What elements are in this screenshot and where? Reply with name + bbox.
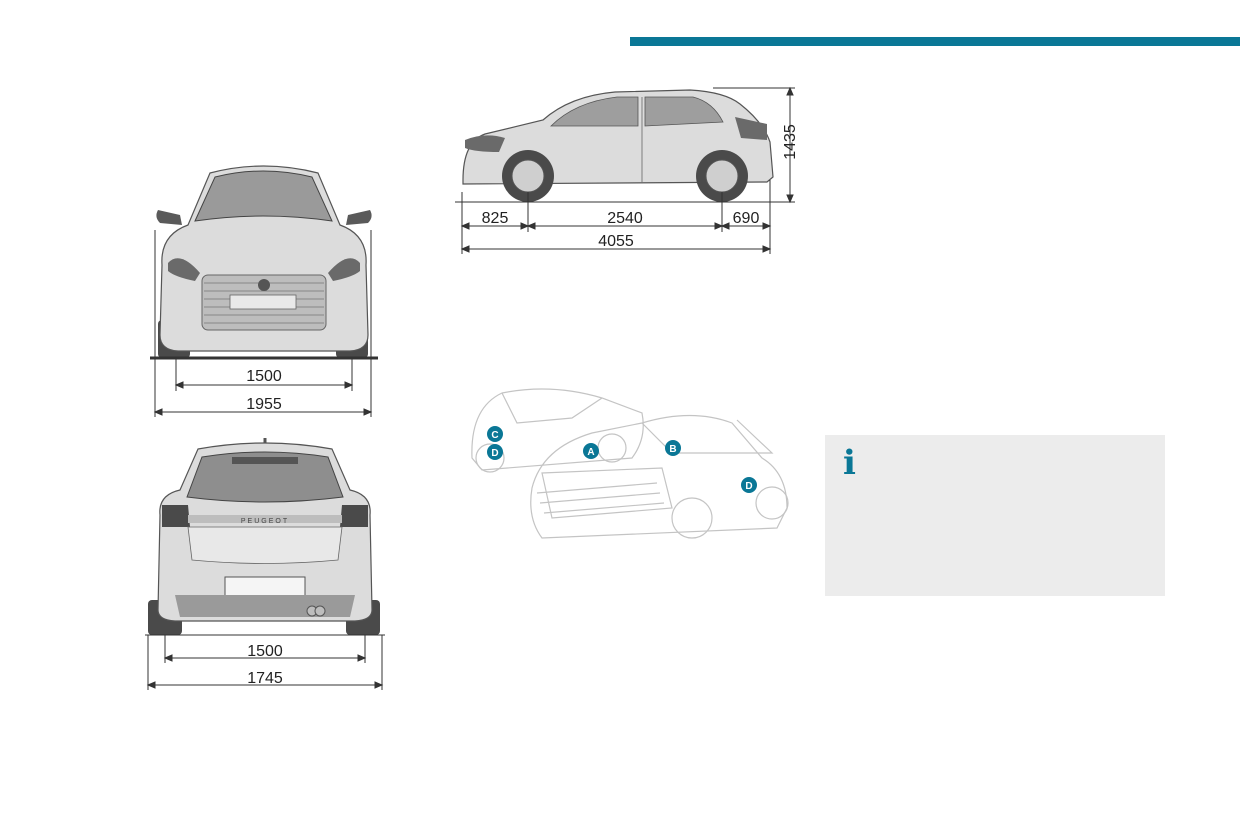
front-width-label: 1955	[246, 396, 282, 413]
rear-brand-lettering: PEUGEOT	[241, 518, 289, 525]
svg-text:A: A	[587, 447, 594, 458]
marker-d-side: D	[741, 477, 757, 493]
side-view-diagram: 825 2540 690 4055 1435	[455, 86, 799, 254]
svg-text:C: C	[491, 430, 498, 441]
perspective-car-outlines	[471, 388, 789, 539]
side-dimension-lines	[460, 86, 795, 254]
rear-track-label: 1500	[247, 643, 283, 660]
perspective-view-diagram: A B C D D	[471, 388, 789, 539]
rear-view-car: PEUGEOT	[145, 438, 385, 636]
info-icon: i	[843, 443, 856, 483]
marker-d-front: D	[487, 444, 503, 460]
marker-a: A	[583, 443, 599, 459]
front-dimension-lines	[153, 230, 373, 417]
front-overhang-label: 825	[482, 210, 509, 227]
rear-view-diagram: PEUGEOT 1500 1745	[145, 438, 385, 690]
wheelbase-label: 2540	[607, 210, 643, 227]
marker-b: B	[665, 440, 681, 456]
svg-text:B: B	[669, 444, 676, 455]
svg-text:D: D	[491, 448, 498, 459]
rear-width-label: 1745	[247, 670, 283, 687]
front-view-diagram: 1500 1955	[150, 165, 378, 417]
marker-c: C	[487, 426, 503, 442]
side-view-car	[455, 89, 785, 203]
svg-text:D: D	[745, 481, 752, 492]
front-track-label: 1500	[246, 368, 282, 385]
rear-dimension-lines	[146, 635, 384, 690]
overall-length-label: 4055	[598, 233, 634, 250]
info-box: i	[825, 435, 1165, 596]
front-view-car	[150, 165, 378, 360]
height-label: 1435	[782, 124, 799, 160]
header-accent-bar	[630, 37, 1240, 46]
rear-overhang-label: 690	[733, 210, 760, 227]
